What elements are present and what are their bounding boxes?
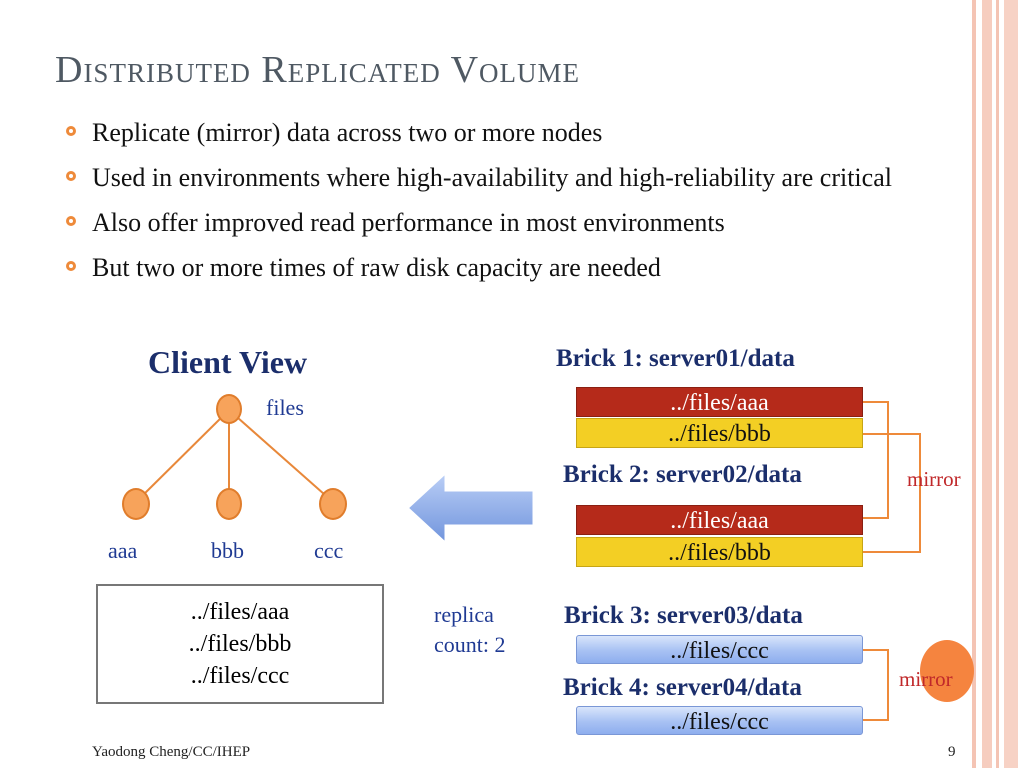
brick-1-file-bbb: ../files/bbb <box>576 418 863 448</box>
tree-edge-ccc <box>228 409 334 503</box>
mirror-label: mirror <box>907 467 961 491</box>
stripe <box>982 0 992 768</box>
brick-2-title: Brick 2: server02/data <box>563 461 802 488</box>
mirror-bracket-ccc <box>863 649 889 721</box>
tree-node-aaa <box>122 488 150 520</box>
decorative-stripes <box>972 0 1024 768</box>
tree-root-node <box>216 394 242 424</box>
bullet-item: Used in environments where high-availabi… <box>62 158 972 197</box>
mirror-brackets <box>863 401 921 721</box>
tree-label-bbb: bbb <box>211 538 244 563</box>
replica-count-label: replica count: 2 <box>434 600 506 660</box>
brick-3-title: Brick 3: server03/data <box>564 602 803 629</box>
brick-2-file-aaa: ../files/aaa <box>576 505 863 535</box>
left-arrow-icon <box>404 468 536 548</box>
mirror-highlight-circle <box>920 640 974 702</box>
mirror-label: mirror <box>899 667 953 691</box>
bullet-circle-icon <box>66 171 76 181</box>
bullet-item: Also offer improved read performance in … <box>62 203 972 242</box>
bullet-list: Replicate (mirror) data across two or mo… <box>62 113 972 293</box>
tree-root-label: files <box>266 395 304 420</box>
bullet-circle-icon <box>66 261 76 271</box>
replica-line: count: 2 <box>434 632 506 657</box>
tree-node-bbb <box>216 488 242 520</box>
client-file-list: ../files/aaa ../files/bbb ../files/ccc <box>96 584 384 704</box>
client-view-title: Client View <box>148 344 308 380</box>
bullet-circle-icon <box>66 216 76 226</box>
tree-label-ccc: ccc <box>314 538 344 563</box>
bullet-text: But two or more times of raw disk capaci… <box>92 253 661 282</box>
slide-title: Distributed Replicated Volume <box>55 49 581 91</box>
bullet-item: Replicate (mirror) data across two or mo… <box>62 113 972 152</box>
brick-3-file-ccc: ../files/ccc <box>576 635 863 664</box>
mirror-bracket-bbb <box>863 433 921 553</box>
brick-1-file-aaa: ../files/aaa <box>576 387 863 417</box>
bullet-item: But two or more times of raw disk capaci… <box>62 248 972 287</box>
brick-4-title: Brick 4: server04/data <box>563 674 802 701</box>
brick-4-file-ccc: ../files/ccc <box>576 706 863 735</box>
tree-edges <box>135 409 334 503</box>
brick-1-title: Brick 1: server01/data <box>556 345 795 372</box>
bullet-circle-icon <box>66 126 76 136</box>
bullet-text: Used in environments where high-availabi… <box>92 163 892 192</box>
tree-node-ccc <box>319 488 347 520</box>
stripe <box>996 0 999 768</box>
page-number: 9 <box>948 744 956 760</box>
replica-line: replica <box>434 602 494 627</box>
tree-label-aaa: aaa <box>108 538 138 563</box>
client-file: ../files/bbb <box>188 631 292 657</box>
stripe <box>1004 0 1018 768</box>
bullet-text: Also offer improved read performance in … <box>92 208 725 237</box>
client-file: ../files/ccc <box>190 663 290 689</box>
tree-edge-aaa <box>135 409 230 503</box>
client-file: ../files/aaa <box>190 599 290 625</box>
bullet-text: Replicate (mirror) data across two or mo… <box>92 118 603 147</box>
footer-author: Yaodong Cheng/CC/IHEP <box>92 744 251 760</box>
stripe <box>972 0 976 768</box>
brick-2-file-bbb: ../files/bbb <box>576 537 863 567</box>
mirror-bracket-aaa <box>863 401 889 519</box>
